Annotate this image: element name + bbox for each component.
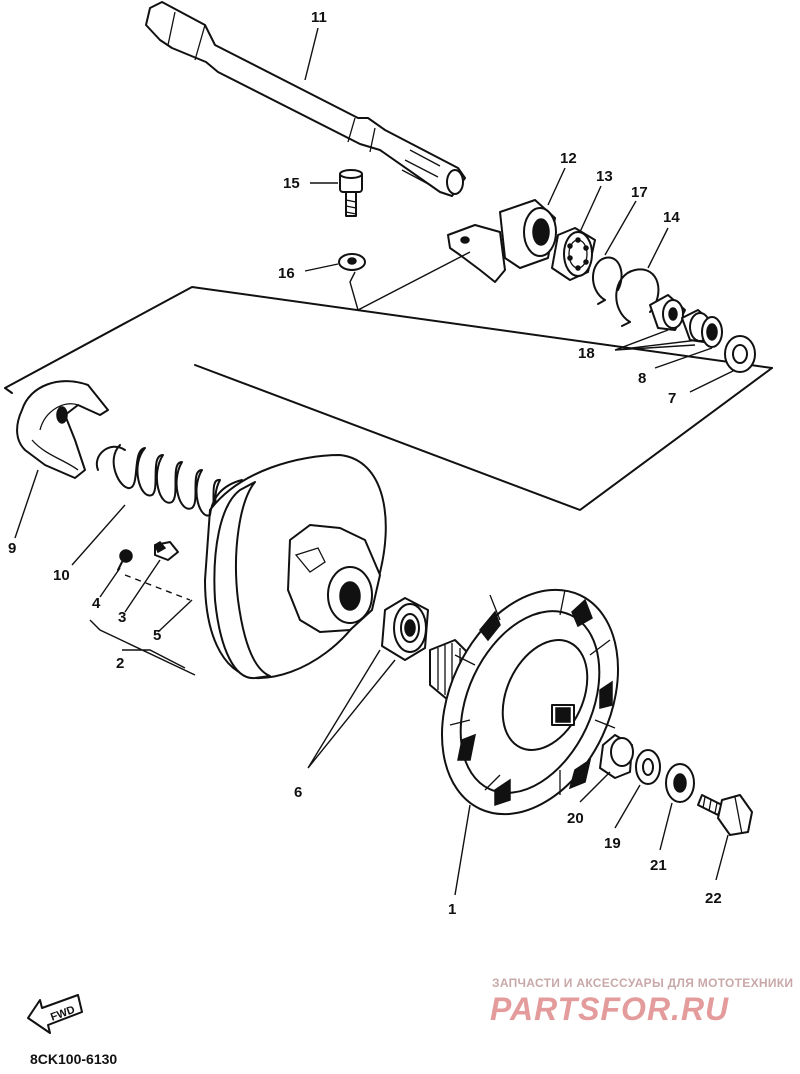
callout-19: 19 [604, 835, 621, 852]
part-8-collar [701, 316, 723, 348]
callout-14: 14 [663, 209, 680, 226]
callout-6: 6 [294, 784, 302, 801]
callout-17: 17 [631, 184, 648, 201]
callout-11: 11 [311, 9, 327, 26]
callout-10: 10 [53, 567, 70, 584]
part-13-bearing [551, 227, 596, 281]
part-15-bolt [339, 169, 363, 217]
callout-5: 5 [153, 627, 161, 644]
part-12-bearing-housing [447, 199, 557, 283]
callout-labels: 11 12 13 17 14 15 16 18 8 7 9 10 4 3 5 2… [8, 9, 722, 918]
callout-7: 7 [668, 390, 676, 407]
part-11-shaft [145, 1, 466, 197]
callout-1: 1 [448, 901, 456, 918]
callout-15: 15 [283, 175, 300, 192]
callout-4: 4 [92, 595, 101, 612]
callout-20: 20 [567, 810, 584, 827]
diagram-code: 8CK100-6130 [30, 1051, 117, 1067]
callout-13: 13 [596, 168, 613, 185]
callout-9: 9 [8, 540, 16, 557]
fwd-arrow-icon: FWD [27, 994, 83, 1034]
part-1-fixed-sheave [441, 588, 619, 816]
callout-16: 16 [278, 265, 295, 282]
callout-2: 2 [116, 655, 124, 672]
watermark-subtitle: ЗАПЧАСТИ И АКСЕССУАРЫ ДЛЯ МОТОТЕХНИКИ [492, 976, 793, 990]
callout-8: 8 [638, 370, 646, 387]
callout-12: 12 [560, 150, 577, 167]
part-14-snap-ring [615, 268, 660, 327]
callout-18: 18 [578, 345, 595, 362]
part-20-spacer [599, 734, 634, 779]
part-16-washer [338, 253, 366, 271]
leader-lines [14, 27, 736, 896]
watermark-brand: PARTSFOR.RU [490, 991, 729, 1027]
part-17-circlip [592, 256, 623, 305]
part-21-washer [665, 763, 695, 803]
part-10-spring [95, 444, 227, 522]
watermark: ЗАПЧАСТИ И АКСЕССУАРЫ ДЛЯ МОТОТЕХНИКИ PA… [490, 976, 793, 1027]
part-6-bushing [381, 597, 429, 661]
part-5-sliding-sheave [204, 454, 387, 680]
part-7-washer [724, 335, 756, 373]
assembly-boundary [4, 286, 773, 511]
part-9-cam-weight [16, 380, 109, 479]
callout-22: 22 [705, 890, 722, 907]
part-22-bolt [697, 794, 753, 836]
callout-21: 21 [650, 857, 667, 874]
part-4-screw [117, 549, 133, 571]
part-19-washer [635, 749, 661, 785]
callout-3: 3 [118, 609, 126, 626]
part-3-slider [154, 541, 179, 561]
